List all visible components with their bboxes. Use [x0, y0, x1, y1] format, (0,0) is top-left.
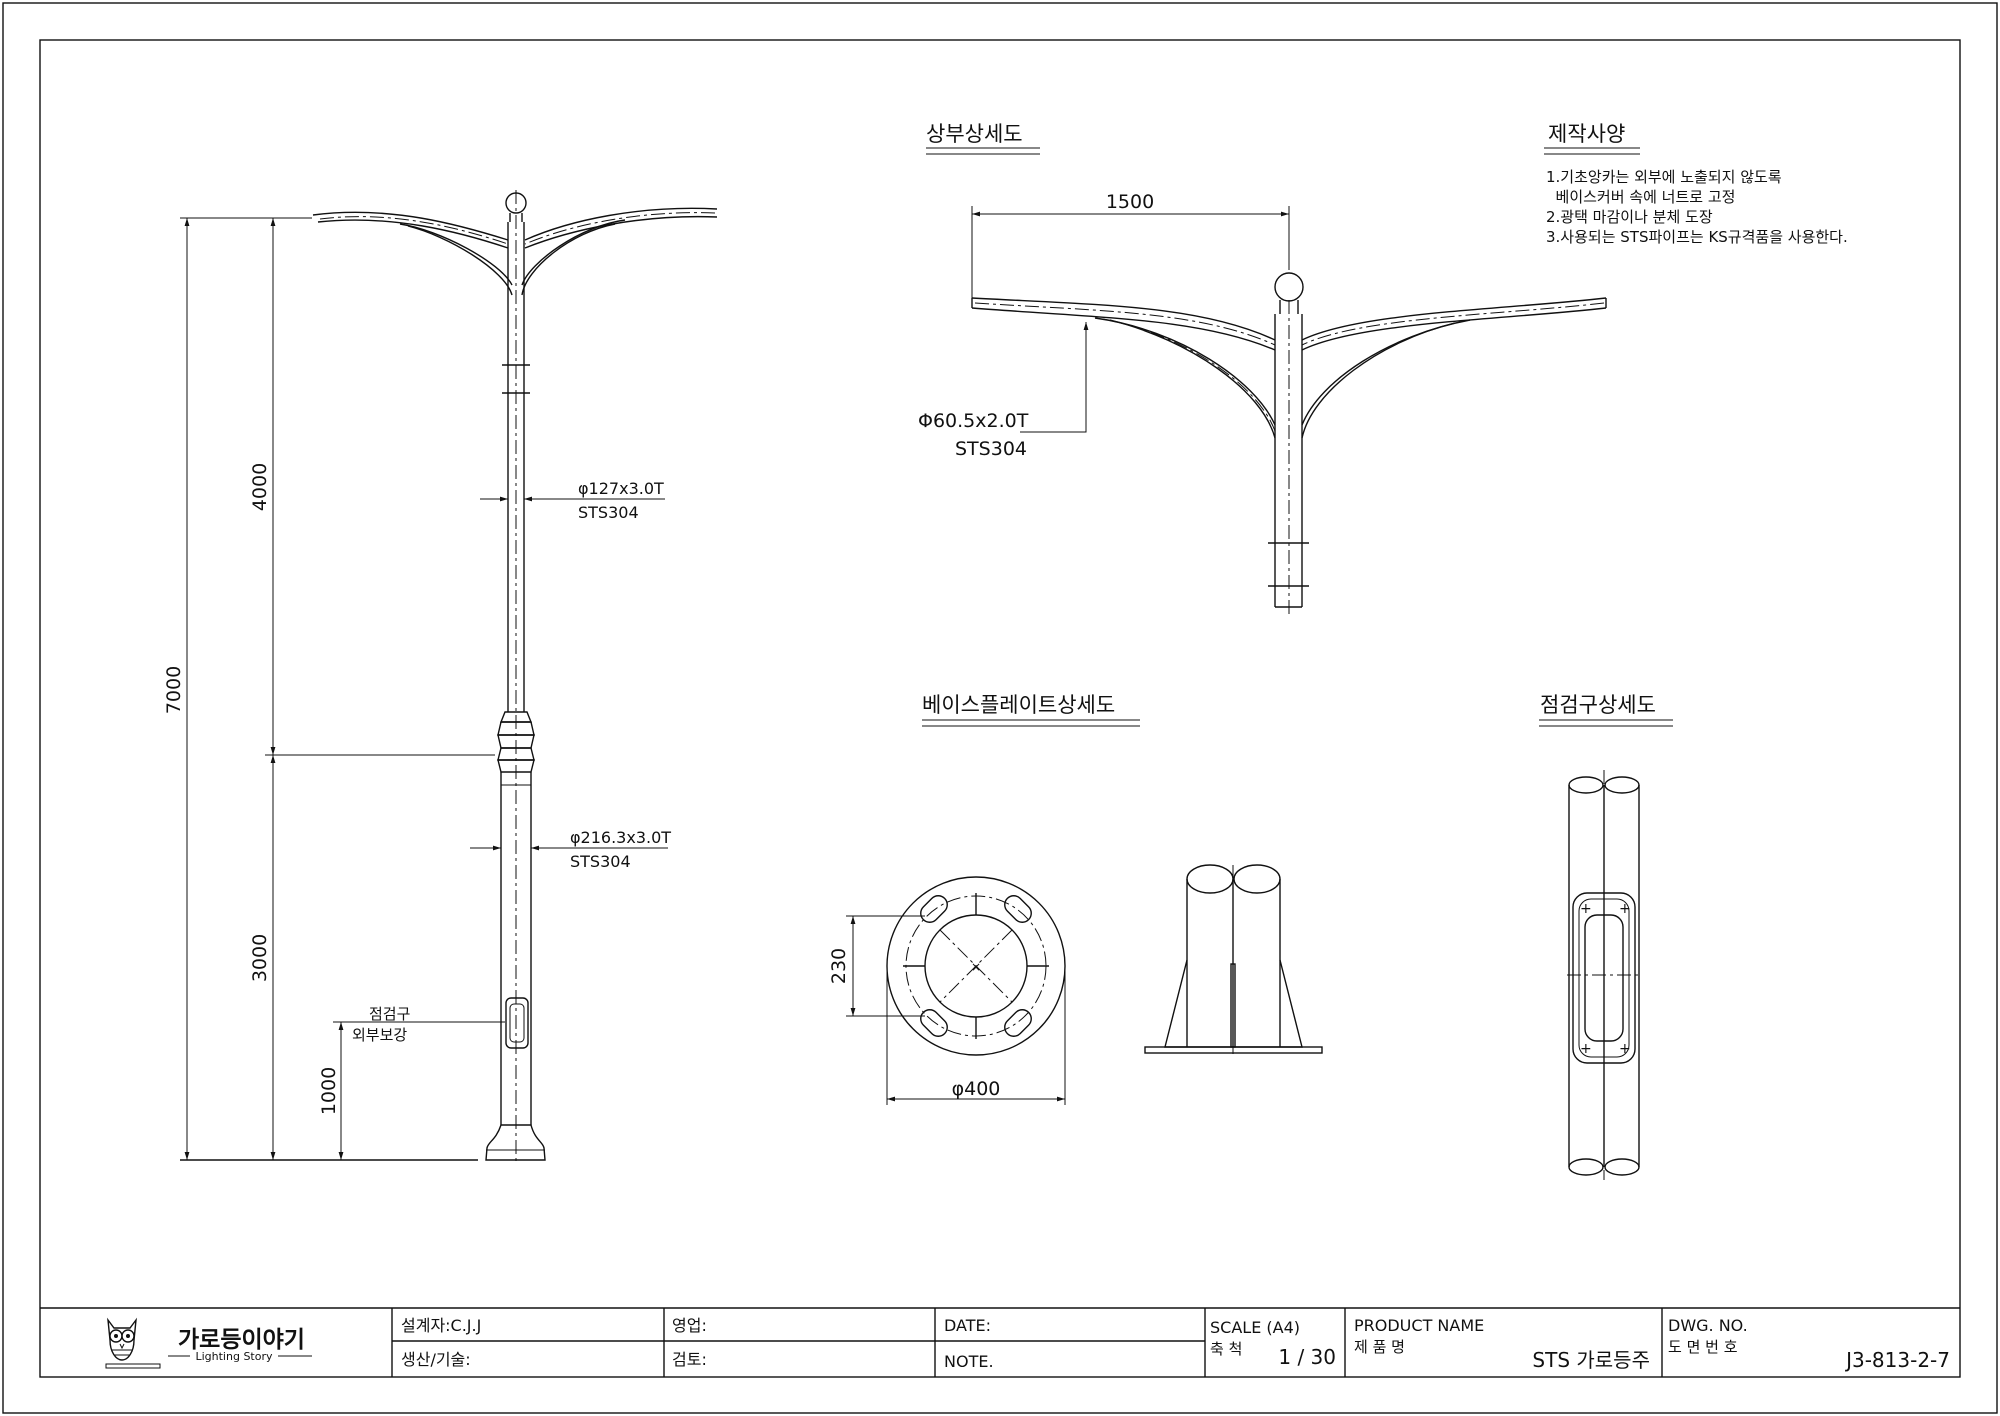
sales: 영업: — [672, 1316, 707, 1335]
scale-label: SCALE (A4) — [1210, 1318, 1300, 1337]
scale-value: 1 / 30 — [1278, 1345, 1336, 1369]
spec-line-1: 1.기초앙카는 외부에 노출되지 않도록 — [1546, 168, 1782, 186]
svg-text:+: + — [1580, 1041, 1592, 1057]
spec-line-3: 2.광택 마감이나 분체 도장 — [1546, 208, 1713, 226]
svg-text:+: + — [1580, 901, 1592, 917]
specs-title: 제작사양 — [1548, 122, 1625, 146]
production: 생산/기술: — [401, 1350, 471, 1369]
date: DATE: — [944, 1316, 991, 1335]
spec-line-2: 베이스커버 속에 너트로 고정 — [1546, 188, 1735, 206]
pole-elevation — [180, 190, 718, 1165]
base-detail-title: 베이스플레이트상세도 — [922, 693, 1115, 717]
title-block — [40, 1307, 1960, 1377]
svg-text:×: × — [971, 960, 981, 974]
top-detail-title: 상부상세도 — [926, 122, 1023, 146]
door-label-2: 외부보강 — [352, 1026, 407, 1044]
lower-pipe-material: STS304 — [570, 852, 631, 871]
arm-spec: Φ60.5x2.0T — [918, 410, 1029, 432]
dwg-value: J3-813-2-7 — [1844, 1348, 1950, 1372]
lower-pipe-spec: φ216.3x3.0T — [570, 828, 671, 847]
arm-material: STS304 — [955, 438, 1027, 460]
dim-total: 7000 — [163, 666, 185, 714]
spec-line-4: 3.사용되는 STS파이프는 KS규격품을 사용한다. — [1546, 228, 1848, 246]
note: NOTE. — [944, 1352, 994, 1371]
product-kr: 제 품 명 — [1354, 1338, 1405, 1356]
designer: 설계자:C.J.J — [401, 1316, 481, 1335]
bolt-spacing: 230 — [828, 948, 850, 984]
door-detail: + + + + — [1539, 719, 1673, 1180]
owl-logo-icon — [105, 1317, 161, 1369]
product-label: PRODUCT NAME — [1354, 1316, 1484, 1335]
base-plate-detail: × — [846, 719, 1323, 1105]
dim-door: 1000 — [318, 1067, 340, 1115]
logo-sub: Lighting Story — [195, 1350, 273, 1363]
scale-kr: 축 척 — [1210, 1340, 1242, 1358]
product-value: STS 가로등주 — [1532, 1348, 1650, 1372]
inner-border — [39, 39, 1961, 1378]
dwg-kr: 도 면 번 호 — [1668, 1338, 1738, 1356]
dwg-label: DWG. NO. — [1668, 1316, 1748, 1335]
dim-lower: 3000 — [249, 934, 271, 982]
upper-pipe-material: STS304 — [578, 503, 639, 522]
dim-upper: 4000 — [249, 463, 271, 511]
door-detail-title: 점검구상세도 — [1540, 693, 1656, 717]
upper-pipe-spec: φ127x3.0T — [578, 479, 664, 498]
svg-text:+: + — [1619, 901, 1631, 917]
review: 검토: — [672, 1350, 707, 1369]
plate-dia: φ400 — [952, 1078, 1001, 1100]
logo-text: 가로등이야기 — [178, 1327, 305, 1353]
top-detail-span: 1500 — [1106, 191, 1154, 213]
svg-text:+: + — [1619, 1041, 1631, 1057]
top-detail — [926, 147, 1607, 615]
door-label-1: 점검구 — [369, 1005, 410, 1023]
